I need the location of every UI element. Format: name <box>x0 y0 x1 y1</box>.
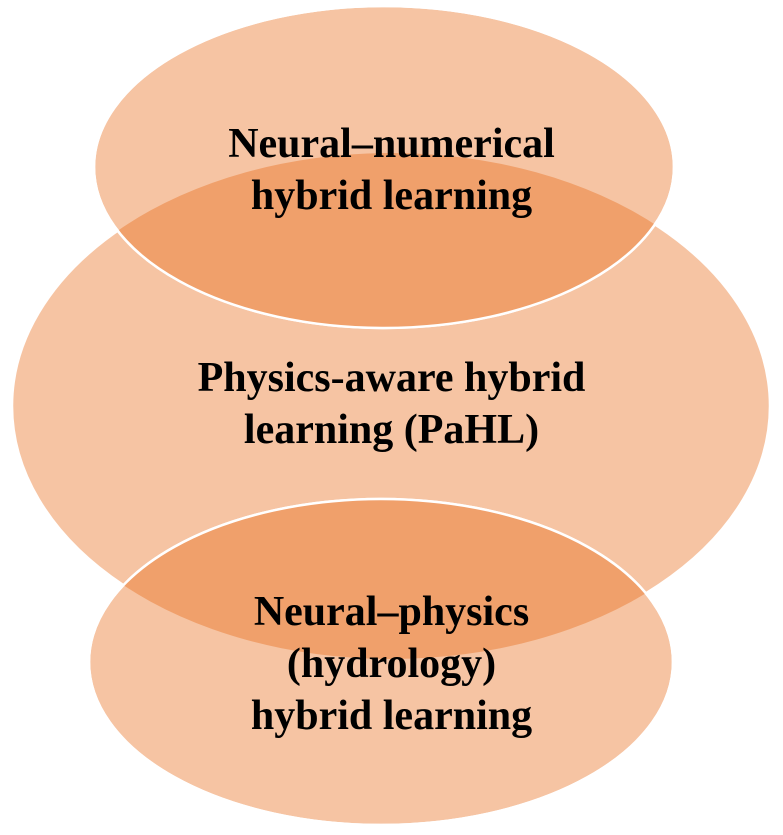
label-physics-aware: Physics-aware hybrid learning (PaHL) <box>0 352 783 456</box>
label-neural-numerical: Neural–numerical hybrid learning <box>0 118 783 222</box>
label-top-line1: Neural–numerical <box>228 121 555 167</box>
label-neural-physics: Neural–physics (hydrology) hybrid learni… <box>0 586 783 742</box>
label-bottom-line2: (hydrology) <box>286 641 497 687</box>
label-middle-line1: Physics-aware hybrid <box>197 355 586 401</box>
label-middle-line2: learning (PaHL) <box>243 407 540 453</box>
outline-top <box>92 4 676 330</box>
label-top-line2: hybrid learning <box>250 173 533 219</box>
overlap-top <box>94 153 674 328</box>
label-bottom-line1: Neural–physics <box>253 589 530 635</box>
label-bottom-line3: hybrid learning <box>250 693 533 739</box>
outline-bottom <box>87 497 675 827</box>
overlap-bottom <box>89 499 673 659</box>
